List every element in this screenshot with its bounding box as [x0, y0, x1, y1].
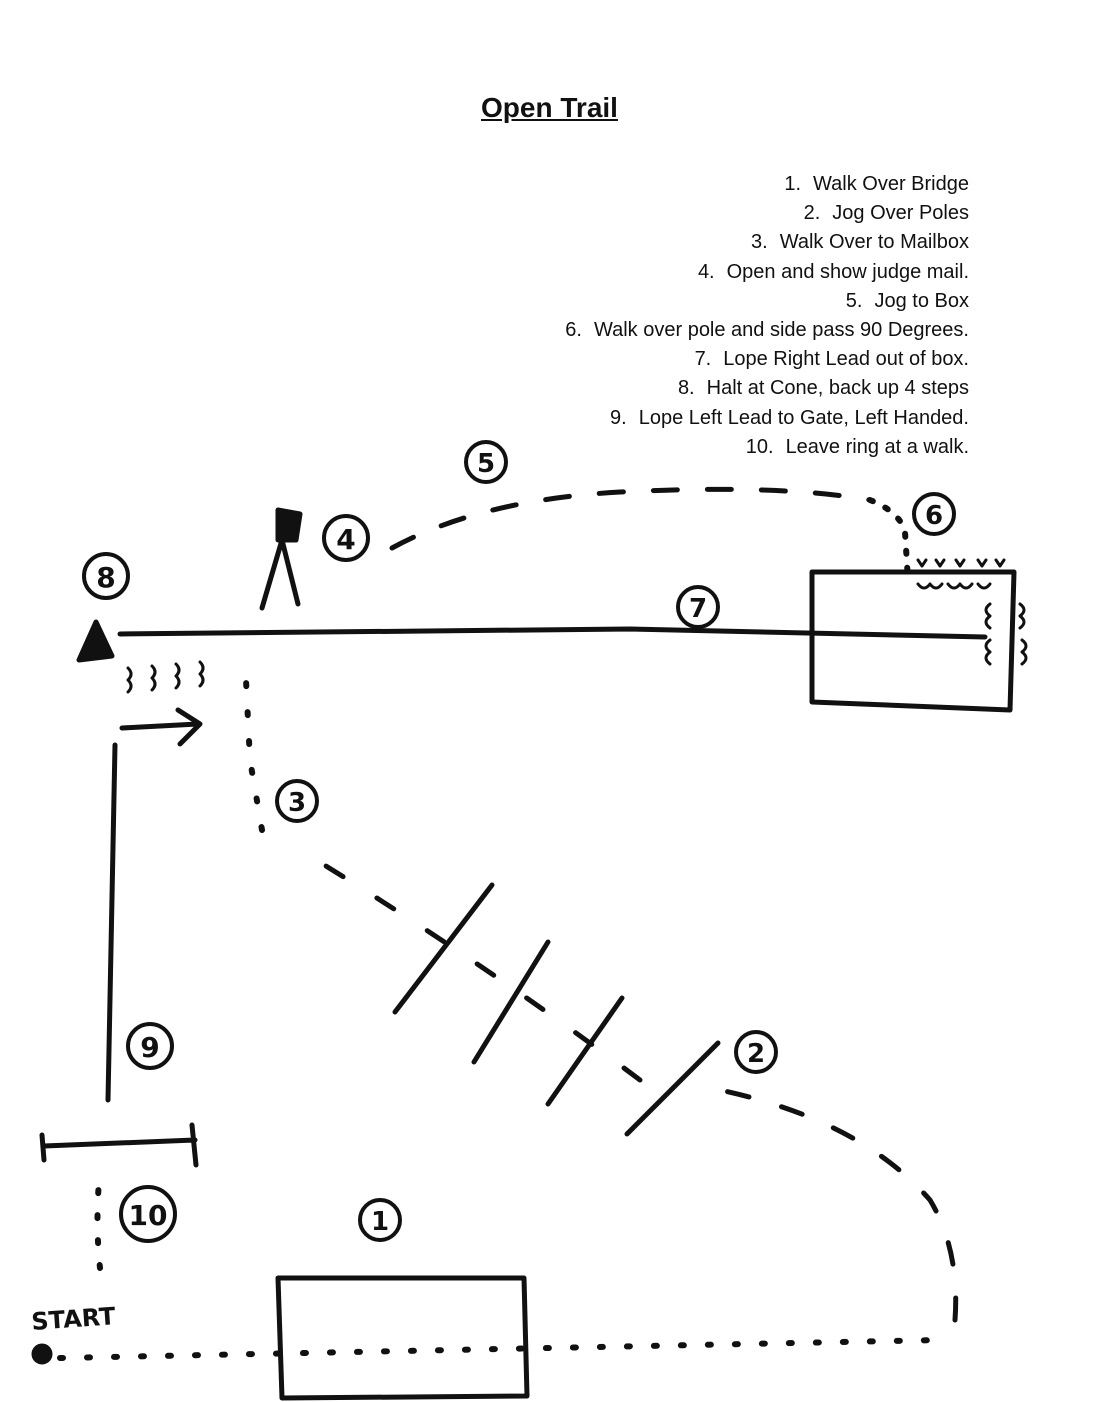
step-text: Leave ring at a walk.	[785, 435, 969, 458]
start-dot	[31, 1343, 53, 1365]
list-item: 9. Lope Left Lead to Gate, Left Handed.	[565, 404, 969, 433]
marker-6: 6	[912, 492, 956, 536]
gate	[39, 1122, 199, 1168]
list-item: 6. Walk over pole and side pass 90 Degree…	[565, 316, 969, 345]
step-number: 10.	[745, 435, 774, 458]
marker-label: 5	[477, 449, 495, 479]
step-number: 9.	[610, 406, 627, 429]
step-text: Jog Over Poles	[832, 202, 969, 225]
step-number: 7.	[694, 348, 712, 371]
lope-left-line	[105, 742, 118, 1103]
lope-line	[117, 626, 988, 640]
step-text: Jog to Box	[874, 289, 969, 312]
step-text: Walk Over to Mailbox	[779, 231, 969, 254]
list-item: 3. Walk Over to Mailbox	[565, 228, 969, 257]
list-item: 5. Jog to Box	[565, 287, 969, 316]
bridge	[275, 1275, 530, 1401]
start-label: START	[30, 1302, 117, 1336]
list-item: 8. Halt at Cone, back up 4 steps	[565, 374, 969, 403]
back-up-steps	[126, 660, 205, 694]
marker-4: 4	[322, 514, 370, 562]
step-number: 4.	[697, 260, 715, 283]
step-number: 6.	[565, 319, 582, 342]
course-path	[57, 486, 959, 1361]
step-text: Lope Right Lead out of box.	[723, 348, 969, 371]
step-text: Walk Over Bridge	[813, 173, 969, 195]
marker-10: 10	[119, 1185, 177, 1243]
marker-label: 6	[925, 501, 943, 531]
marker-label: 10	[129, 1199, 168, 1232]
marker-label: 8	[96, 561, 115, 594]
marker-label: 2	[747, 1039, 765, 1069]
instruction-list: 1. Walk Over Bridge 2. Jog Over Poles 3. Wa…	[565, 170, 969, 462]
side-pass-box	[809, 569, 1017, 713]
marker-label: 7	[689, 594, 707, 624]
marker-label: 3	[288, 788, 306, 818]
list-item: 7. Lope Right Lead out of box.	[565, 345, 969, 374]
step-number: 8.	[677, 377, 695, 400]
step-text: Halt at Cone, back up 4 steps	[706, 377, 969, 400]
list-item: 1. Walk Over Bridge	[565, 170, 969, 199]
marker-2: 2	[734, 1030, 778, 1074]
side-pass-steps	[916, 558, 1028, 666]
cone-icon	[76, 619, 115, 663]
jog-poles	[392, 882, 721, 1137]
step-text: Open and show judge mail.	[726, 260, 969, 283]
list-item: 10. Leave ring at a walk.	[565, 433, 969, 462]
marker-7: 7	[676, 585, 720, 629]
back-up-arrow-icon	[119, 707, 203, 747]
list-item: 4. Open and show judge mail.	[565, 258, 969, 287]
marker-9: 9	[126, 1022, 174, 1070]
marker-label: 1	[371, 1207, 389, 1237]
marker-3: 3	[275, 779, 319, 823]
step-number: 1.	[784, 173, 802, 195]
marker-label: 9	[140, 1031, 159, 1064]
step-number: 2.	[803, 202, 821, 225]
step-text: Walk over pole and side pass 90 Degrees.	[593, 319, 969, 342]
page-title: Open Trail	[481, 92, 618, 123]
marker-1: 1	[358, 1198, 402, 1242]
step-text: Lope Left Lead to Gate, Left Handed.	[638, 406, 969, 429]
marker-8: 8	[82, 552, 130, 600]
step-number: 3.	[751, 231, 768, 254]
marker-label: 4	[336, 523, 355, 556]
mailbox-icon	[259, 507, 303, 611]
marker-5: 5	[464, 440, 508, 484]
list-item: 2. Jog Over Poles	[565, 199, 969, 228]
step-number: 5.	[845, 289, 863, 312]
